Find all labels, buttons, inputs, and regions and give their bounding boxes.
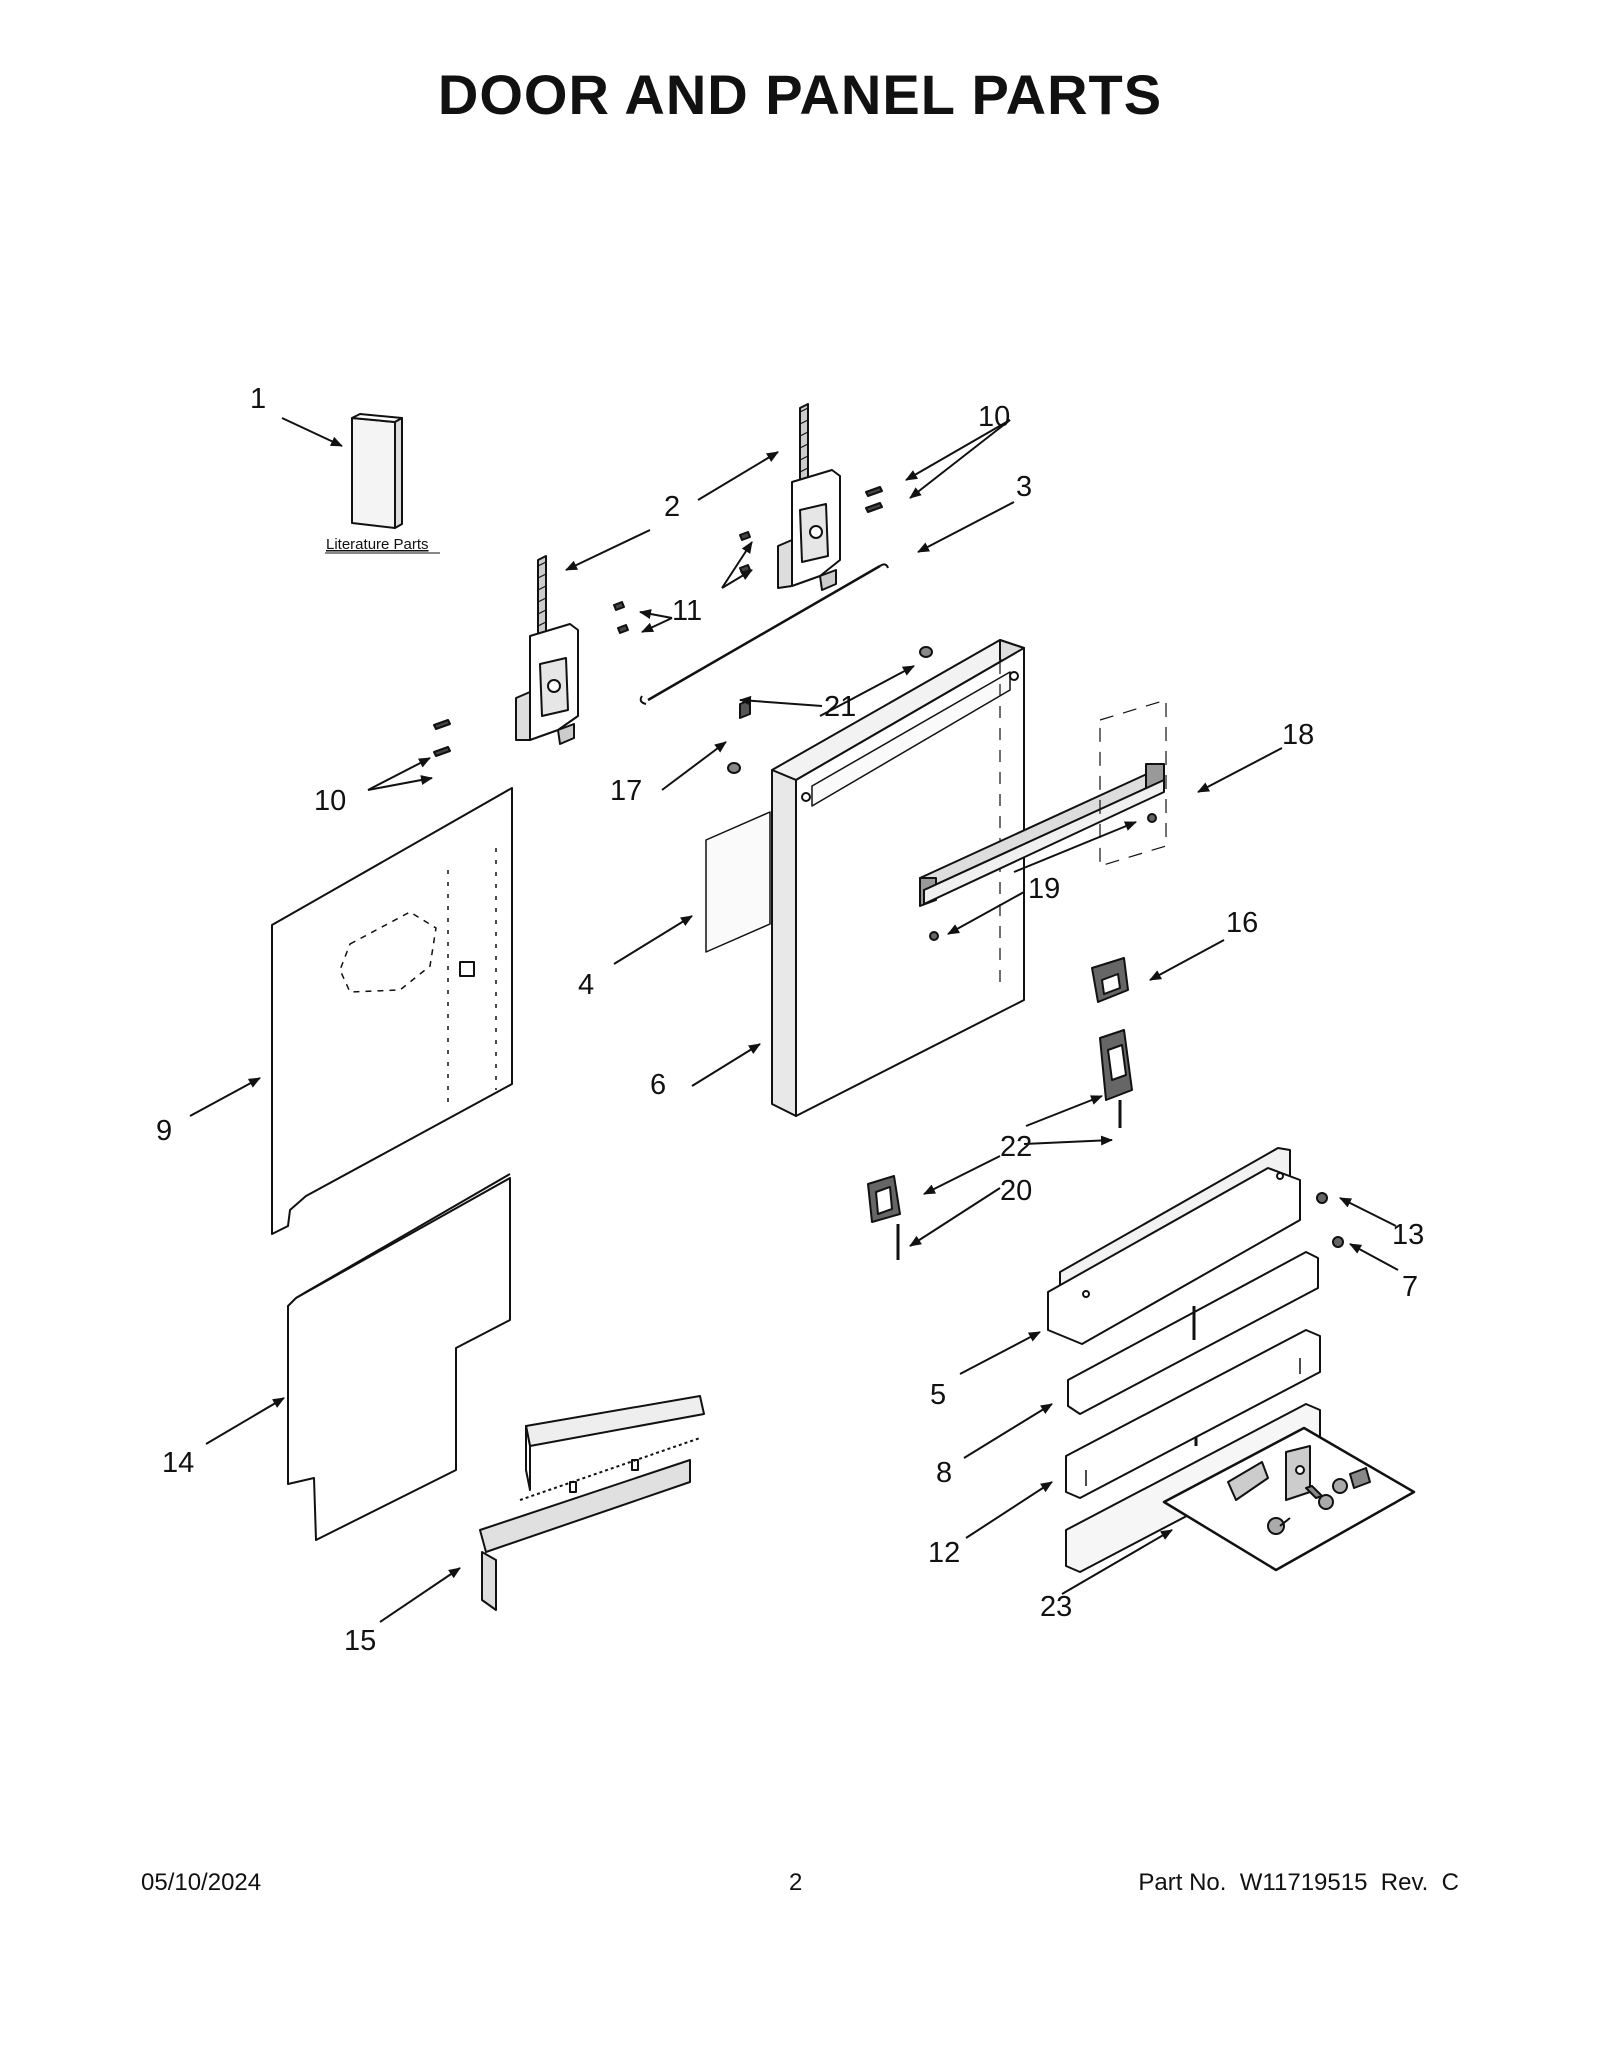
toe-panel [1047,1147,1301,1345]
callout-8[interactable]: 8 [936,1457,952,1489]
page-title: DOOR AND PANEL PARTS [437,63,1163,126]
callout-5[interactable]: 5 [930,1379,946,1411]
side-insulation-panel [271,787,513,1235]
callout-17[interactable]: 17 [610,775,642,807]
callout-10-right[interactable]: 10 [978,401,1010,433]
handle-screws [929,813,1157,941]
hinge-screws [433,486,883,757]
callout-21[interactable]: 21 [824,691,856,723]
callout-10-left[interactable]: 10 [314,785,346,817]
callout-4[interactable]: 4 [578,969,594,1001]
door-insulation [705,811,771,953]
callout-16[interactable]: 16 [1226,907,1258,939]
callout-13[interactable]: 13 [1392,1219,1424,1251]
footer-date: 05/10/2024 [141,1869,262,1896]
callout-19[interactable]: 19 [1028,873,1060,905]
toe-panel-screws [1316,1192,1344,1248]
footer-page-number: 2 [789,1869,803,1896]
literature-parts-label: Literature Parts [326,536,429,553]
mounting-hardware-kit [1162,1426,1416,1572]
door-cable [639,563,889,705]
literature-parts-booklet [325,413,440,554]
callout-3[interactable]: 3 [1016,471,1032,503]
callout-9[interactable]: 9 [156,1115,172,1147]
callout-11[interactable]: 11 [672,595,702,627]
door-handle [919,699,1167,907]
left-hinge-assembly [515,555,579,745]
callout-12[interactable]: 12 [928,1537,960,1569]
right-hinge-assembly [777,403,841,591]
callout-leaders [189,417,1399,1623]
mounting-bracket [479,1395,705,1611]
callout-15[interactable]: 15 [344,1625,376,1657]
spacers [727,646,933,774]
handle-endcap-right [1091,957,1129,1003]
clip [739,699,751,719]
callout-6[interactable]: 6 [650,1069,666,1101]
handle-endcap-left [867,1175,901,1260]
rear-insulation-panel [287,1173,511,1541]
handle-endcap-right-lower [1099,1029,1133,1128]
callout-18[interactable]: 18 [1282,719,1314,751]
callout-20[interactable]: 20 [1000,1175,1032,1207]
callout-22[interactable]: 22 [1000,1131,1032,1163]
callout-2[interactable]: 2 [664,491,680,523]
callout-7[interactable]: 7 [1402,1271,1418,1303]
callout-23[interactable]: 23 [1040,1591,1072,1623]
outer-door-panel [771,639,1025,1117]
callout-14[interactable]: 14 [162,1447,194,1479]
footer-part-number: Part No. W11719515 Rev. C [1138,1869,1459,1896]
callout-1[interactable]: 1 [250,383,266,415]
